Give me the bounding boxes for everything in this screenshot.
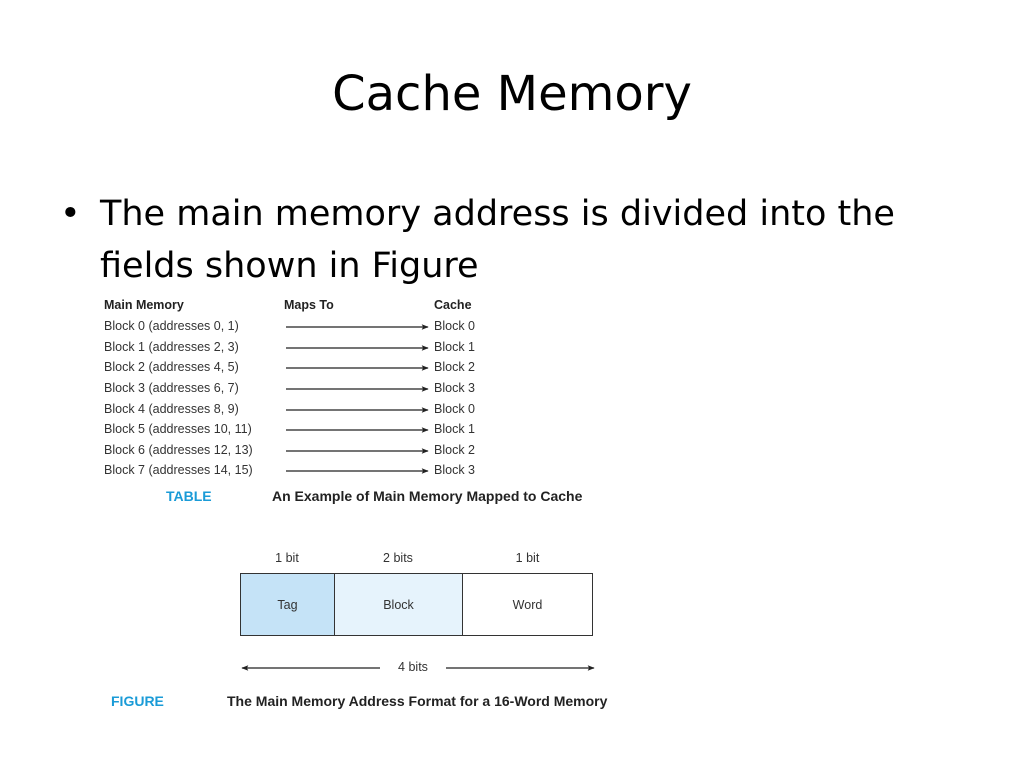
figure-caption-text: The Main Memory Address Format for a 16-… [227, 693, 608, 709]
table-row-cache: Block 1 [434, 422, 475, 436]
tag-field-label: Tag [277, 597, 298, 612]
bullet-dot: • [60, 194, 81, 234]
table-row-cache: Block 0 [434, 319, 475, 333]
word-bits-label: 1 bit [515, 551, 540, 565]
table-row-main: Block 5 (addresses 10, 11) [104, 422, 252, 436]
table-header-cache: Cache [434, 298, 472, 312]
table-header-main-memory: Main Memory [104, 298, 184, 312]
bullet-text: The main memory address is divided into … [100, 194, 895, 286]
table-row-main: Block 1 (addresses 2, 3) [104, 340, 239, 354]
tag-field-box: Tag [240, 573, 335, 636]
total-bits-label: 4 bits [384, 660, 442, 674]
block-bits-label: 2 bits [383, 551, 413, 565]
mapping-arrows [286, 324, 429, 474]
word-field-box: Word [462, 573, 593, 636]
table-caption-label: TABLE [166, 488, 212, 504]
table-row-cache: Block 0 [434, 402, 475, 416]
figure-caption-label: FIGURE [111, 693, 164, 709]
table-header-maps-to: Maps To [284, 298, 334, 312]
table-row-main: Block 7 (addresses 14, 15) [104, 463, 253, 477]
block-field-box: Block [334, 573, 463, 636]
table-row-cache: Block 2 [434, 443, 475, 457]
table-row-main: Block 0 (addresses 0, 1) [104, 319, 239, 333]
table-row-main: Block 3 (addresses 6, 7) [104, 381, 239, 395]
table-row-main: Block 4 (addresses 8, 9) [104, 402, 239, 416]
table-row-cache: Block 3 [434, 463, 475, 477]
table-row-cache: Block 1 [434, 340, 475, 354]
table-row-cache: Block 2 [434, 360, 475, 374]
table-row-main: Block 6 (addresses 12, 13) [104, 443, 253, 457]
tag-bits-label: 1 bit [275, 551, 299, 565]
block-field-label: Block [383, 597, 414, 612]
table-row-main: Block 2 (addresses 4, 5) [104, 360, 239, 374]
table-row-cache: Block 3 [434, 381, 475, 395]
slide-title: Cache Memory [332, 66, 692, 122]
table-caption-text: An Example of Main Memory Mapped to Cach… [272, 488, 583, 504]
word-field-label: Word [512, 597, 543, 612]
